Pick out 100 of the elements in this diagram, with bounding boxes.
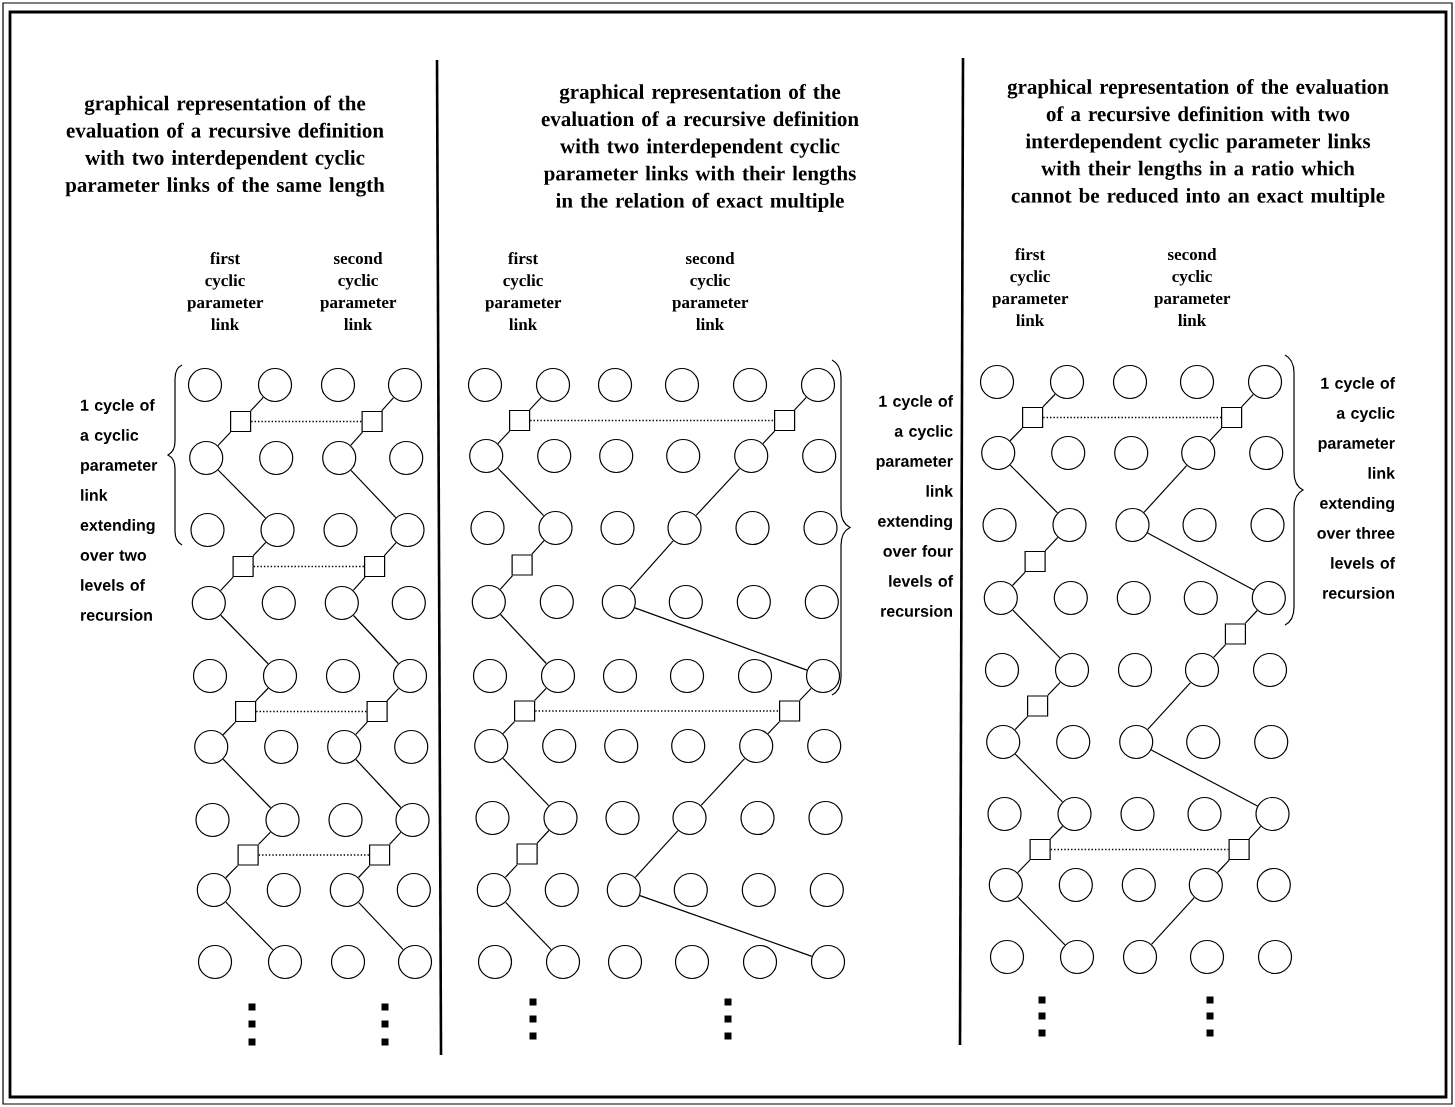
connector-line bbox=[257, 831, 272, 845]
circle-node bbox=[804, 584, 839, 620]
circle-node bbox=[800, 367, 836, 403]
brace-label: 1 cycle of a cyclic parameter link extending over four levels of recursion bbox=[876, 395, 954, 617]
connector-line bbox=[220, 614, 269, 665]
circle-node bbox=[666, 438, 701, 474]
circle-node bbox=[1054, 652, 1090, 688]
connector-line bbox=[1014, 753, 1064, 803]
square-node bbox=[1228, 838, 1250, 861]
connector-line bbox=[634, 830, 679, 878]
connector-line bbox=[355, 721, 368, 736]
connector-line bbox=[217, 431, 232, 447]
circle-node bbox=[196, 872, 231, 908]
circle-node bbox=[543, 800, 578, 836]
connector-line bbox=[799, 687, 812, 701]
square-node bbox=[235, 700, 257, 723]
connector-line bbox=[352, 614, 399, 665]
connector-line bbox=[1147, 532, 1255, 591]
panel-title: graphical representation of the evaluation of a recursive definition with two interdependent cyclic parameter links with their lengths in a ratio which cannot be reduced into an exact multiple bbox=[1007, 79, 1389, 207]
circle-node bbox=[395, 802, 430, 838]
circle-node bbox=[545, 944, 581, 980]
dotted-line bbox=[250, 420, 363, 423]
connector-line bbox=[1209, 427, 1223, 442]
circle-node bbox=[737, 658, 773, 694]
circle-node bbox=[472, 658, 508, 694]
circle-node bbox=[323, 512, 358, 548]
dotted-line bbox=[253, 565, 365, 568]
circle-node bbox=[732, 367, 768, 403]
circle-node bbox=[1250, 507, 1285, 543]
connector-line bbox=[499, 575, 514, 590]
connector-line bbox=[531, 540, 545, 555]
circle-node bbox=[803, 510, 838, 546]
circle-node bbox=[389, 440, 424, 476]
circle-node bbox=[673, 872, 708, 908]
connector-line bbox=[381, 397, 395, 412]
circle-node bbox=[1115, 507, 1150, 543]
circle-node bbox=[809, 872, 844, 908]
connector-line bbox=[1012, 609, 1061, 659]
column-header: second cyclic parameter link bbox=[320, 252, 397, 330]
circle-node bbox=[1051, 435, 1086, 471]
circle-node bbox=[741, 872, 776, 908]
square-node bbox=[774, 409, 796, 432]
square-node bbox=[511, 554, 533, 576]
square-node bbox=[509, 409, 531, 432]
circle-node bbox=[810, 944, 846, 980]
square-node bbox=[1027, 695, 1049, 717]
circle-node bbox=[979, 364, 1015, 400]
circle-node bbox=[267, 944, 303, 980]
panel-title: graphical representation of the evaluation of a recursive definition with two interdependent cyclic parameter links of the same length bbox=[65, 95, 385, 197]
circle-node bbox=[739, 728, 774, 764]
circle-node bbox=[1187, 796, 1222, 832]
connector-line bbox=[1017, 896, 1066, 946]
circle-node bbox=[807, 728, 842, 764]
connector-line bbox=[350, 431, 364, 446]
square-node bbox=[366, 700, 388, 723]
circle-node bbox=[1121, 867, 1156, 903]
square-node bbox=[1224, 623, 1246, 645]
circle-node bbox=[475, 800, 510, 836]
connector-line bbox=[1044, 536, 1059, 552]
circle-node bbox=[1122, 939, 1158, 975]
circle-node bbox=[195, 802, 230, 838]
circle-node bbox=[260, 512, 295, 548]
circle-node bbox=[469, 438, 504, 474]
circle-node bbox=[669, 658, 705, 694]
circle-node bbox=[471, 584, 506, 620]
circle-node bbox=[540, 658, 576, 694]
connector-line bbox=[1213, 644, 1227, 659]
circle-node bbox=[542, 728, 577, 764]
column-header: first cyclic parameter link bbox=[992, 248, 1069, 326]
circle-node bbox=[535, 367, 571, 403]
circle-node bbox=[1255, 796, 1290, 832]
circle-node bbox=[808, 800, 843, 836]
circle-node bbox=[1257, 939, 1293, 975]
square-node bbox=[1029, 838, 1051, 861]
circle-node bbox=[983, 580, 1018, 616]
connector-line bbox=[497, 430, 511, 445]
connector-line bbox=[502, 721, 516, 735]
circle-node bbox=[607, 944, 643, 980]
circle-node bbox=[986, 724, 1021, 760]
connector-line bbox=[629, 540, 674, 590]
connector-line bbox=[1241, 393, 1254, 408]
connector-line bbox=[350, 469, 397, 519]
square-node bbox=[361, 410, 383, 433]
circle-node bbox=[672, 800, 707, 836]
circle-node bbox=[1184, 652, 1220, 688]
square-node bbox=[514, 700, 536, 722]
circle-node bbox=[262, 658, 298, 694]
connector-line bbox=[252, 541, 267, 557]
circle-node bbox=[735, 510, 770, 546]
circle-node bbox=[1059, 939, 1095, 975]
circle-node bbox=[194, 729, 229, 765]
circle-node bbox=[327, 729, 362, 765]
circle-node bbox=[190, 512, 225, 548]
circle-node bbox=[1254, 724, 1289, 760]
brace-label: 1 cycle of a cyclic parameter link extending over three levels of recursion bbox=[1317, 377, 1396, 599]
circle-node bbox=[1056, 724, 1091, 760]
circle-node bbox=[1249, 435, 1284, 471]
dotted-line bbox=[534, 710, 780, 712]
circle-node bbox=[742, 944, 778, 980]
circle-node bbox=[324, 585, 359, 621]
